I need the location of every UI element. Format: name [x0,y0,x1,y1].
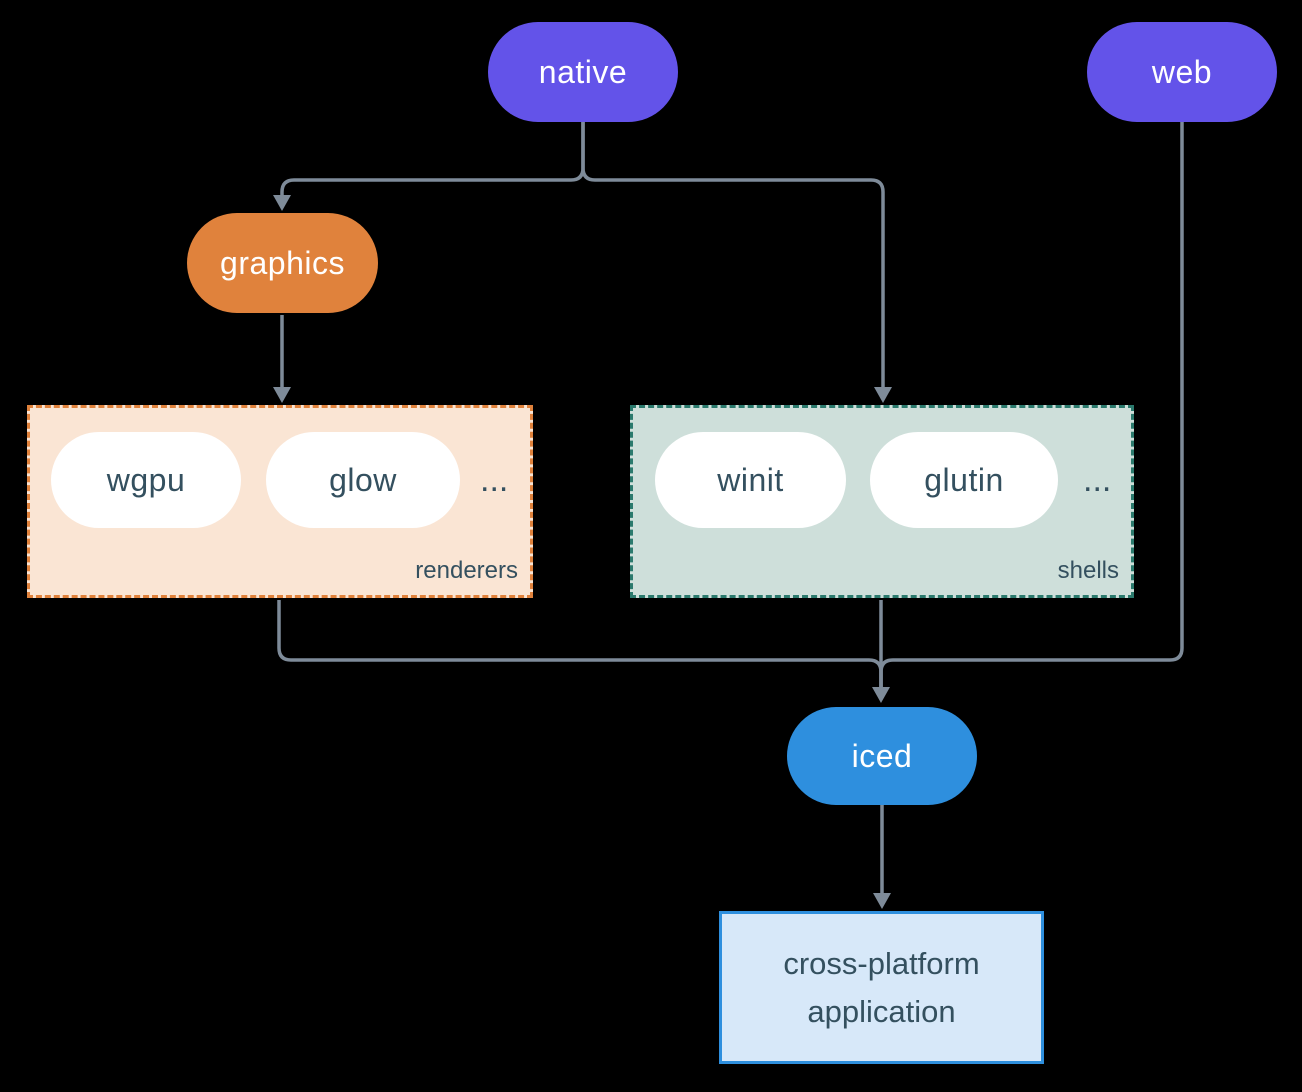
node-wgpu-label: wgpu [106,461,186,498]
node-native-label: native [538,53,628,90]
arrowhead-application [873,893,891,909]
group-shells-label: shells [1057,557,1119,584]
node-glutin-label: glutin [924,461,1004,498]
node-wgpu: wgpu [51,432,241,528]
node-winit-label: winit [717,461,784,498]
group-shells: winit glutin ... shells [630,405,1134,598]
group-renderers-label: renderers [415,557,518,584]
arrowhead-shells [874,387,892,403]
node-iced-label: iced [851,737,913,774]
arrowhead-renderers [273,387,291,403]
node-web: web [1087,22,1277,122]
renderers-ellipsis: ... [480,460,509,499]
arrowhead-graphics [273,195,291,211]
node-iced: iced [787,707,977,805]
node-glow-label: glow [329,461,397,498]
node-glow: glow [266,432,460,528]
connector-native-to-graphics [280,122,585,196]
node-graphics-label: graphics [220,244,345,281]
node-web-label: web [1151,53,1213,90]
node-native: native [488,22,678,122]
arrowhead-iced [872,687,890,703]
node-application: cross-platform application [719,911,1044,1064]
node-graphics: graphics [187,213,378,313]
connector-renderers-to-iced [277,600,883,688]
node-application-line1: cross-platform [783,945,980,981]
node-glutin: glutin [870,432,1058,528]
connector-native-to-shells [581,122,885,388]
shells-ellipsis: ... [1083,460,1112,499]
node-application-line2: application [807,993,956,1029]
group-renderers: wgpu glow ... renderers [27,405,533,598]
node-winit: winit [655,432,846,528]
